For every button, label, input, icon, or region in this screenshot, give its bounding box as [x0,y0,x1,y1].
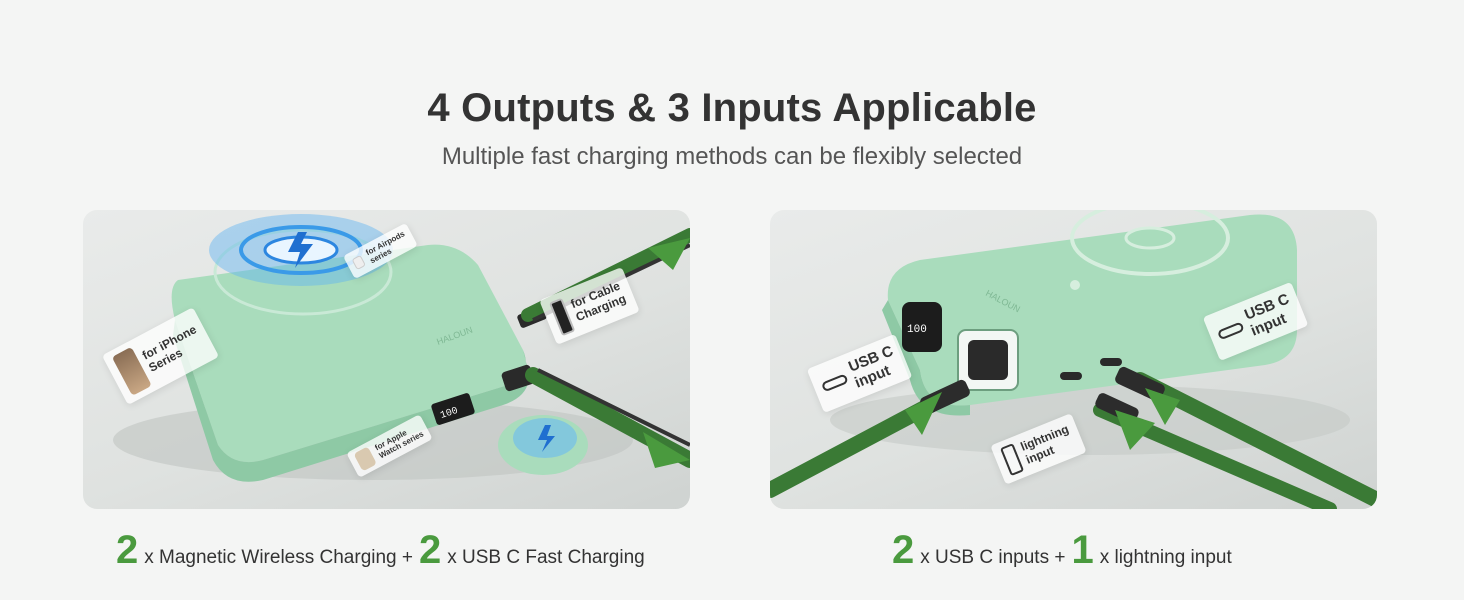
wireless-count: 2 [116,528,139,572]
usbc-input-label: x USB C inputs + [920,547,1066,568]
usb-c-port-icon [1100,358,1122,366]
battery-display: 100 [439,406,460,422]
airpods-icon [351,255,367,271]
usb-c-port-icon [1060,372,1082,380]
watch-icon [353,446,377,472]
usbc-output-count: 2 [419,528,442,572]
inputs-caption: 2 x USB C inputs + 1 x lightning input [892,530,1232,570]
page-title: 4 Outputs & 3 Inputs Applicable [427,86,1037,130]
lightning-input-count: 1 [1071,528,1094,572]
battery-display: 100 [907,324,927,336]
wireless-label: x Magnetic Wireless Charging + [144,547,413,568]
outputs-image: HALOUN 100 for Airpods series for iPhone… [83,210,690,509]
usbc-output-label: x USB C Fast Charging [447,547,645,568]
lightning-input-label: x lightning input [1099,547,1232,568]
usb-c-port-icon [820,373,849,393]
usbc-input-count: 2 [892,528,915,572]
inputs-illustration: HALOUN 100 [770,210,1377,509]
inputs-image: HALOUN 100 USB C input USB C input light… [770,210,1377,509]
usb-c-port-icon [1216,321,1245,341]
outputs-caption: 2 x Magnetic Wireless Charging + 2 x USB… [116,530,645,570]
lightning-bolt-icon [288,232,313,268]
page-subtitle: Multiple fast charging methods can be fl… [441,143,1023,170]
